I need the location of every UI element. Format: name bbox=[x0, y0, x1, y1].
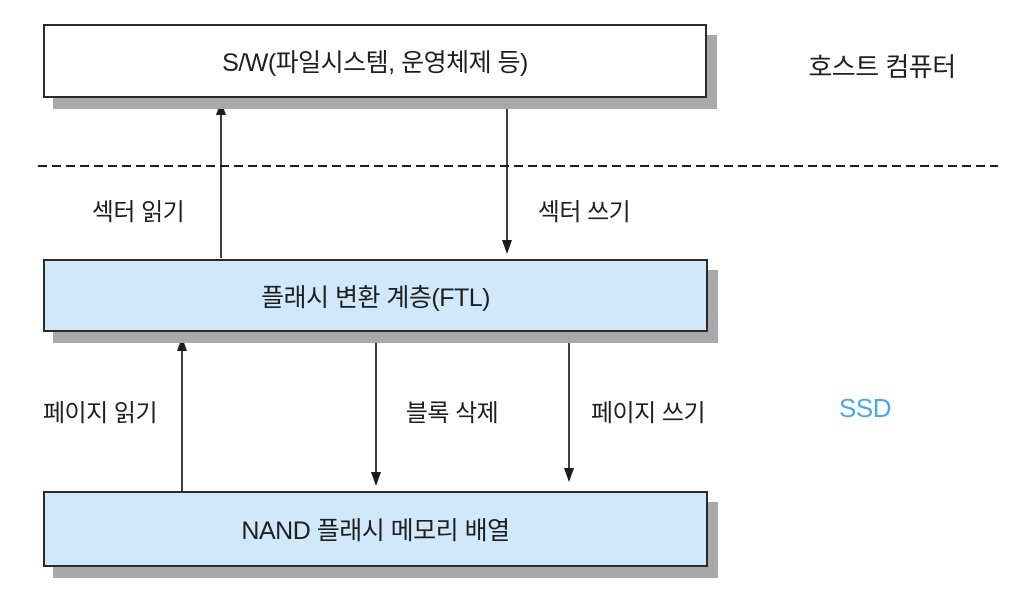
software-layer-box: S/W(파일시스템, 운영체제 등) bbox=[43, 24, 707, 98]
sector-read-label: 섹터 읽기 bbox=[91, 199, 185, 226]
page-write-label: 페이지 쓰기 bbox=[590, 400, 706, 427]
block-erase-label: 블록 삭제 bbox=[405, 400, 499, 427]
software-layer-label: S/W(파일시스템, 운영체제 등) bbox=[222, 49, 528, 77]
host-ssd-divider-line bbox=[38, 165, 998, 167]
nand-layer-label: NAND 플래시 메모리 배열 bbox=[241, 517, 510, 545]
host-computer-region-label: 호스트 컴퓨터 bbox=[808, 52, 956, 82]
nand-layer-box: NAND 플래시 메모리 배열 bbox=[43, 491, 708, 567]
page-read-label: 페이지 읽기 bbox=[42, 400, 158, 427]
sector-write-label: 섹터 쓰기 bbox=[537, 199, 631, 226]
ftl-layer-box: 플래시 변환 계층(FTL) bbox=[43, 259, 708, 332]
ftl-layer-label: 플래시 변환 계층(FTL) bbox=[261, 283, 491, 312]
ssd-region-label: SSD bbox=[839, 393, 891, 423]
